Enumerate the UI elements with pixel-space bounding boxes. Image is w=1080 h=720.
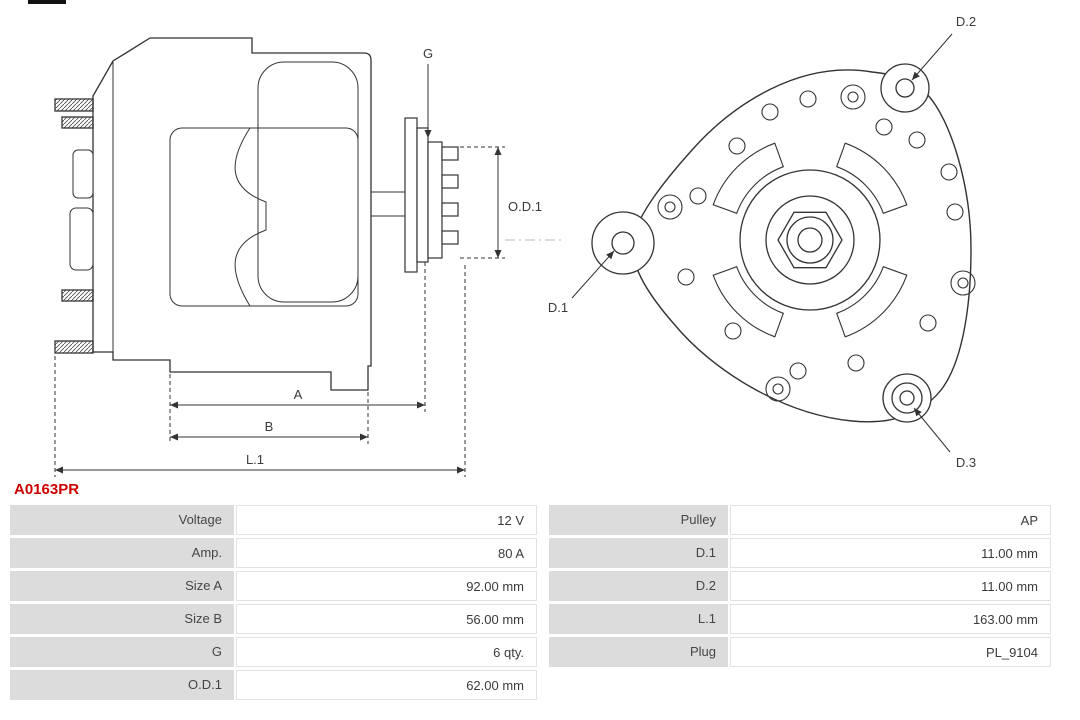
spec-label: D.1 bbox=[549, 538, 728, 568]
spec-label: Size A bbox=[10, 571, 234, 601]
spec-value: 11.00 mm bbox=[730, 571, 1051, 601]
spec-label: L.1 bbox=[549, 604, 728, 634]
technical-drawing: G O.D.1 A B L.1 bbox=[28, 0, 976, 477]
spec-label: Size B bbox=[10, 604, 234, 634]
spec-blank-cell bbox=[730, 670, 1051, 700]
stud-bottom-2 bbox=[54, 340, 94, 354]
spec-label: D.2 bbox=[549, 571, 728, 601]
spec-label: Amp. bbox=[10, 538, 234, 568]
stud-bottom-1 bbox=[61, 289, 94, 302]
front-view-callouts: D.2 D.1 D.3 bbox=[548, 14, 976, 470]
connector-bump-1 bbox=[72, 149, 94, 199]
stud-top-2 bbox=[61, 116, 94, 129]
spec-table: Voltage 12 V Amp. 80 A Size A 92.00 mm S… bbox=[0, 505, 1080, 700]
spec-table-left: Voltage 12 V Amp. 80 A Size A 92.00 mm S… bbox=[10, 505, 537, 700]
stud-top-1 bbox=[54, 98, 94, 112]
pulley-side-profile bbox=[404, 117, 459, 273]
spec-label: Voltage bbox=[10, 505, 234, 535]
spec-value: AP bbox=[730, 505, 1051, 535]
spec-value: 80 A bbox=[236, 538, 537, 568]
label-a: A bbox=[294, 387, 303, 402]
spec-value: 56.00 mm bbox=[236, 604, 537, 634]
label-od1: O.D.1 bbox=[508, 199, 542, 214]
connector-bump-2 bbox=[69, 207, 94, 271]
spec-label: Pulley bbox=[549, 505, 728, 535]
label-d1: D.1 bbox=[548, 300, 568, 315]
label-d3: D.3 bbox=[956, 455, 976, 470]
dimensions: G O.D.1 A B L.1 bbox=[54, 46, 542, 477]
spec-label: O.D.1 bbox=[10, 670, 234, 700]
part-number: A0163PR bbox=[14, 481, 80, 498]
spec-label: Plug bbox=[549, 637, 728, 667]
ear-d3 bbox=[882, 373, 932, 423]
label-g: G bbox=[423, 46, 433, 61]
spec-value: 92.00 mm bbox=[236, 571, 537, 601]
spec-value: 11.00 mm bbox=[730, 538, 1051, 568]
alternator-body-outline bbox=[92, 37, 372, 391]
spec-value: 6 qty. bbox=[236, 637, 537, 667]
label-b: B bbox=[265, 419, 274, 434]
ear-d2 bbox=[880, 63, 930, 113]
front-view bbox=[591, 63, 976, 423]
through-bolts bbox=[657, 84, 976, 402]
spec-value: 62.00 mm bbox=[236, 670, 537, 700]
label-l1: L.1 bbox=[246, 452, 264, 467]
label-d2: D.2 bbox=[956, 14, 976, 29]
vent-holes bbox=[677, 90, 964, 380]
hub-and-nut bbox=[739, 169, 881, 311]
spec-label: G bbox=[10, 637, 234, 667]
spec-value: PL_9104 bbox=[730, 637, 1051, 667]
spec-value: 163.00 mm bbox=[730, 604, 1051, 634]
vent-slots bbox=[712, 142, 908, 338]
spec-table-right: Pulley AP D.1 11.00 mm D.2 11.00 mm L.1 … bbox=[549, 505, 1051, 700]
corner-mark bbox=[28, 0, 66, 4]
side-view bbox=[54, 37, 459, 391]
spec-blank-cell bbox=[549, 670, 728, 700]
spec-value: 12 V bbox=[236, 505, 537, 535]
